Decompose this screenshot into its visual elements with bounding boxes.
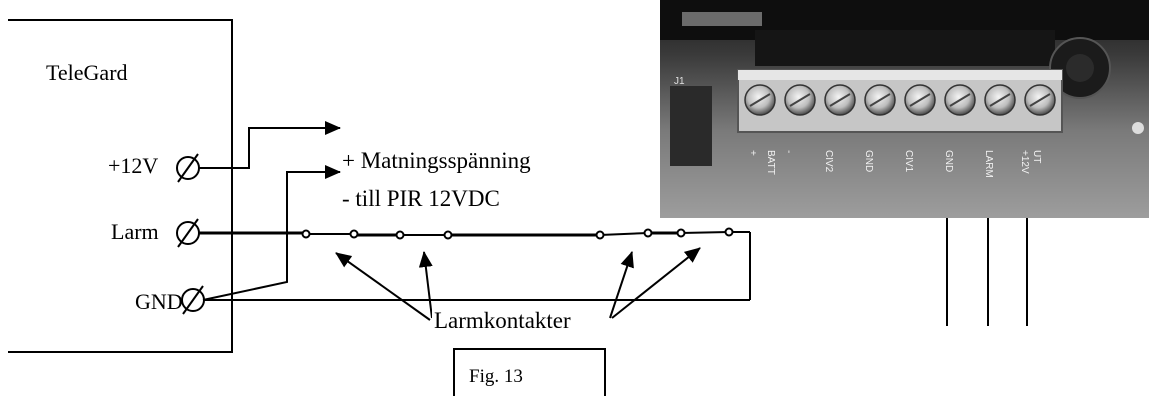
device-name: TeleGard (46, 60, 128, 85)
terminal-label-larm: Larm (111, 219, 159, 244)
figure-caption: Fig. 13 (469, 366, 523, 387)
photo-silk-label: CIV2 (823, 150, 834, 173)
contact-2 (395, 230, 453, 240)
photo-screw-slot (1029, 93, 1051, 107)
power-note-plus: + Matningsspänning (342, 148, 531, 173)
photo-screw-slot (789, 93, 811, 107)
photo-screw-slot (749, 93, 771, 107)
photo-silk-label: GND (943, 150, 954, 172)
terminal-label-12v: +12V (108, 153, 159, 178)
power-wire-minus (202, 165, 341, 301)
photo-screw-slot (869, 93, 891, 107)
terminal-screw-larm (176, 218, 200, 248)
terminal-screw-gnd (181, 285, 205, 315)
photo-silk-label: +12V (1019, 150, 1030, 174)
photo-silk-label: LARM (983, 150, 994, 178)
contact-1 (301, 229, 359, 239)
photo-silk-label: - (783, 150, 794, 153)
photo-screw-slot (989, 93, 1011, 107)
photo-screw-slot (829, 93, 851, 107)
alarm-loop (199, 231, 751, 301)
photo-silk-label: UT (1031, 150, 1042, 163)
photo-silk-label: + (747, 150, 758, 156)
photo-screw-slot (949, 93, 971, 107)
photo-silk-label: GND (863, 150, 874, 172)
power-wire-plus (199, 121, 341, 169)
terminal-label-gnd: GND (135, 289, 183, 314)
contacts-label: Larmkontakter (432, 308, 573, 334)
photo-silk-label: CIV1 (903, 150, 914, 173)
power-note-minus: - till PIR 12VDC (342, 186, 500, 211)
photo-silk-label: BATT (765, 150, 776, 175)
contact-pointer-arrows (335, 247, 701, 321)
photo-screw-slot (909, 93, 931, 107)
device-enclosure (8, 19, 233, 353)
terminal-screw-12v (176, 153, 200, 183)
contact-4 (676, 227, 734, 238)
figure-caption-box: Fig. 13 (453, 348, 606, 396)
board-label-j1: J1 (674, 76, 685, 87)
photo-pointer-arrows (940, 197, 1034, 326)
contact-3 (595, 228, 653, 240)
